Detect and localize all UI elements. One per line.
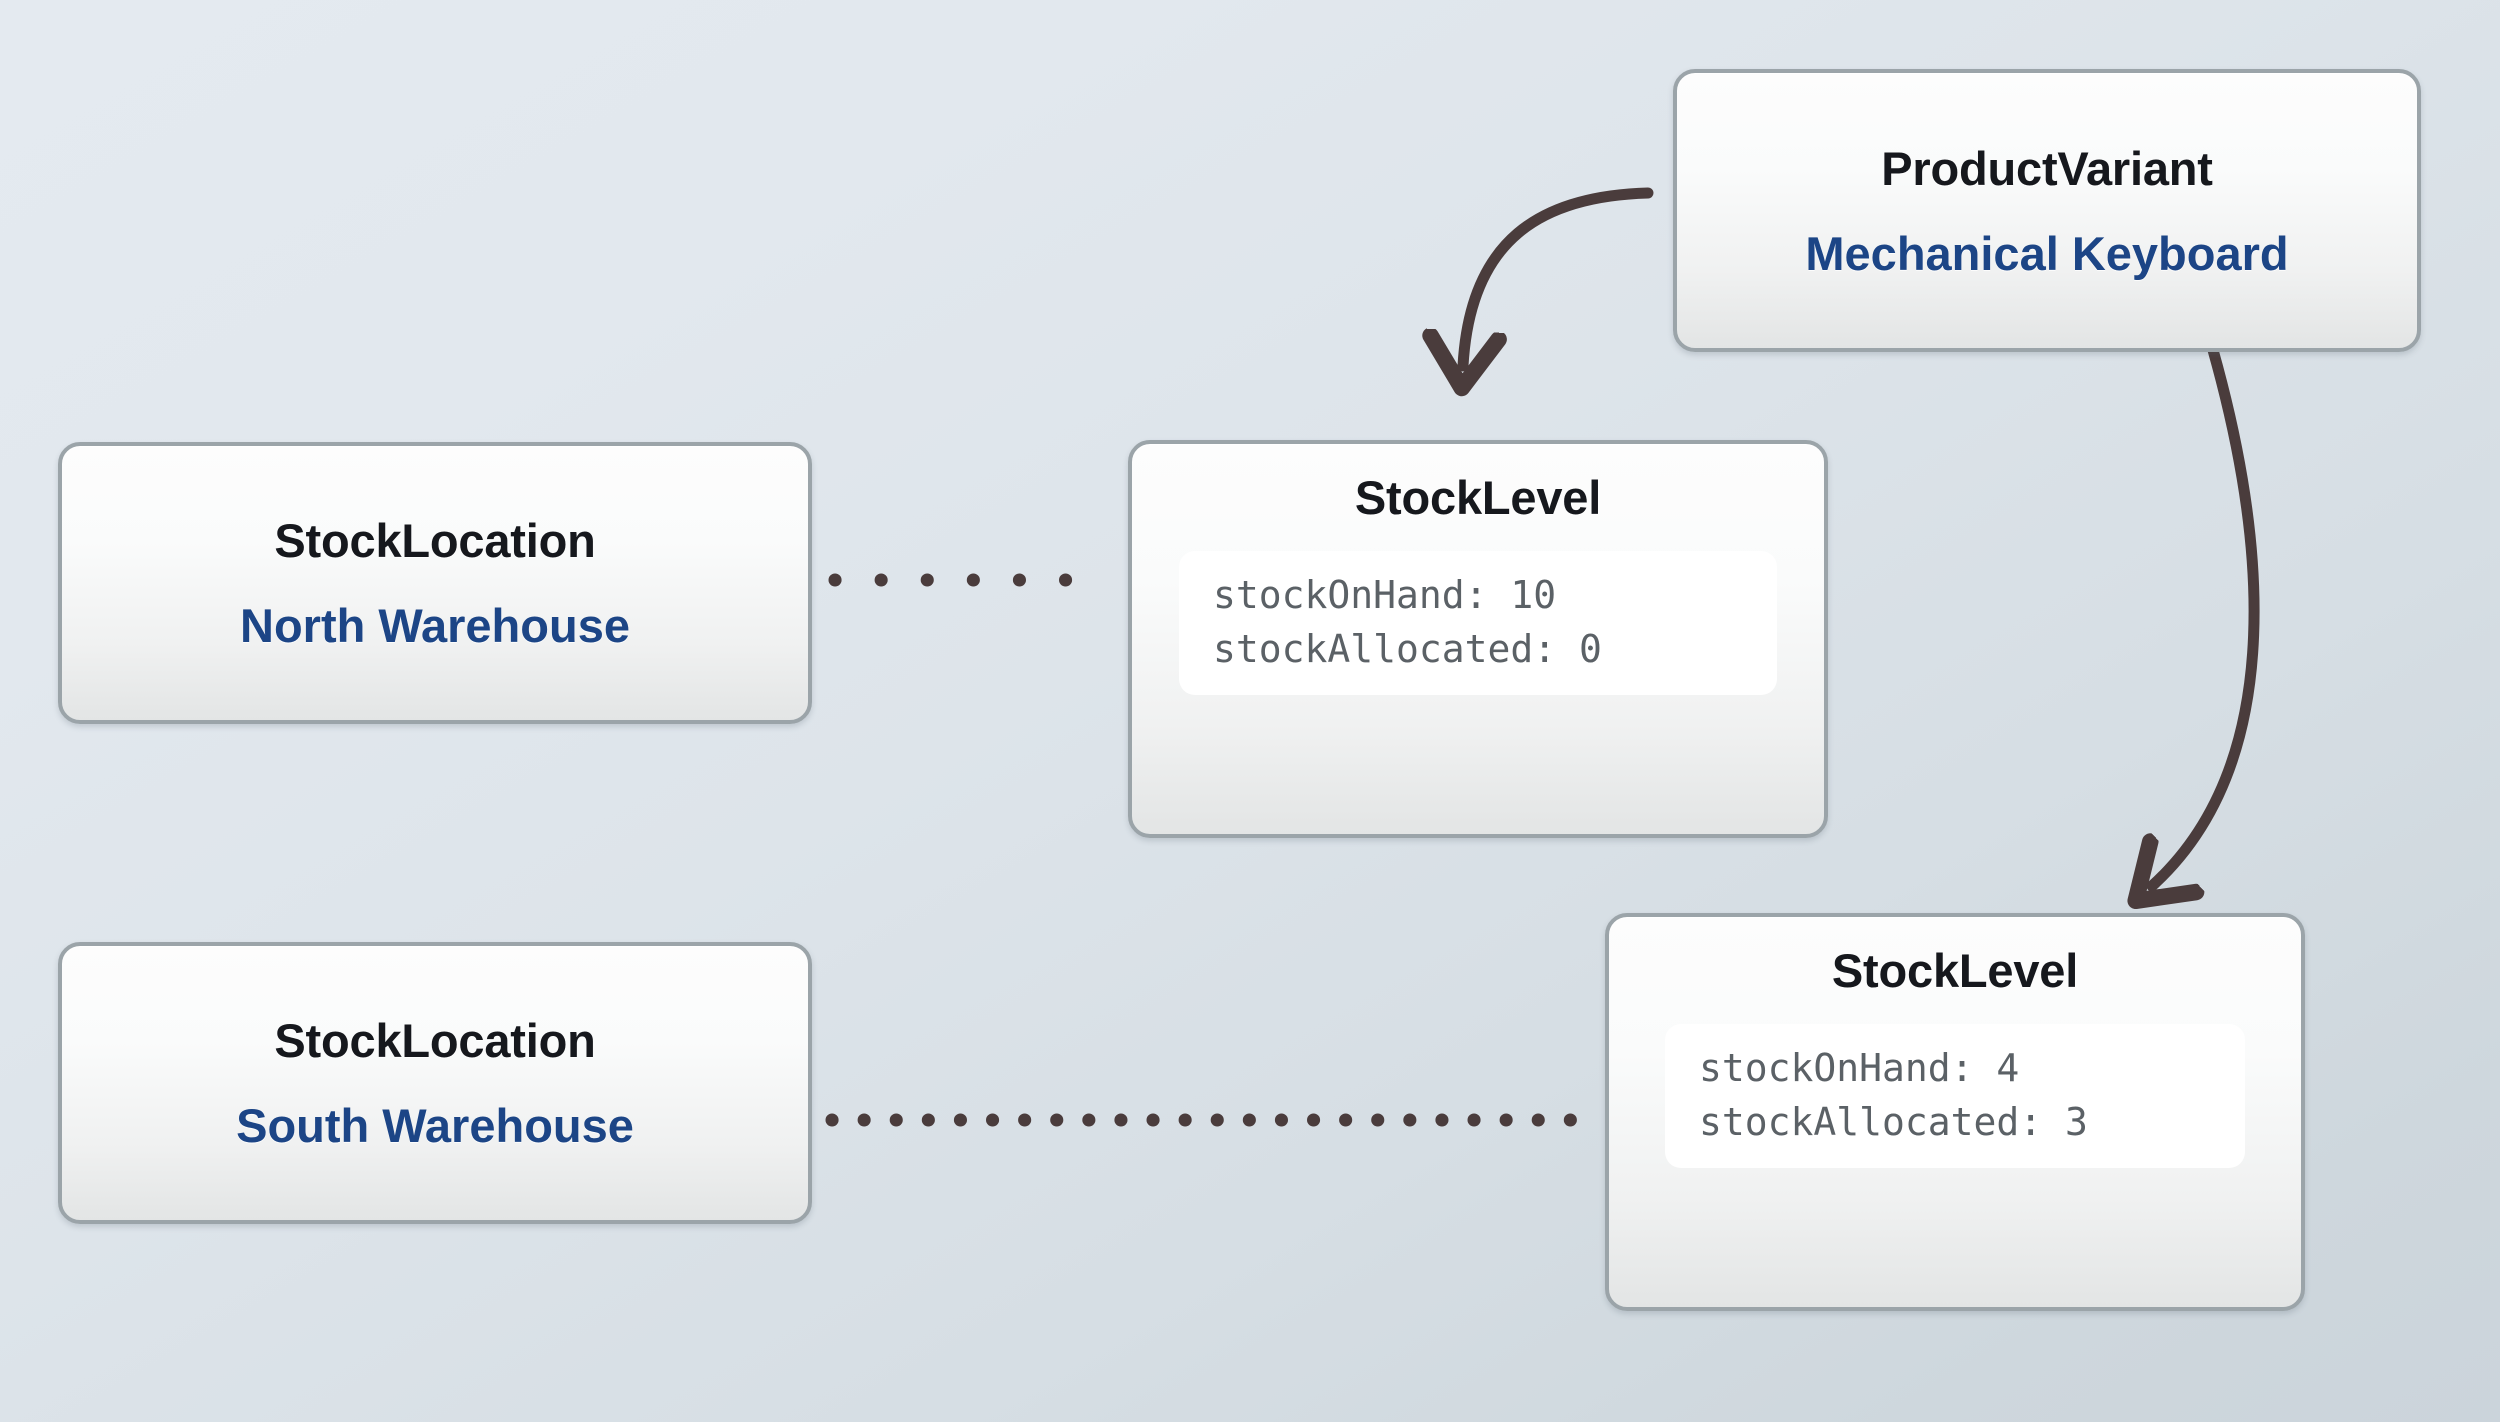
- node-product-variant[interactable]: ProductVariant Mechanical Keyboard: [1673, 69, 2421, 352]
- edge-variant-to-stocklevel-north: [1463, 187, 1654, 366]
- node-type-label: StockLevel: [1354, 471, 1602, 524]
- property-box: stockOnHand: 4 stockAllocated: 3: [1665, 1024, 2245, 1169]
- node-stock-level-north[interactable]: StockLevel stockOnHand: 10 stockAllocate…: [1128, 440, 1828, 838]
- property-stock-on-hand: stockOnHand: 4: [1699, 1046, 2020, 1090]
- node-type-label: StockLocation: [274, 1014, 596, 1067]
- node-name-label: South Warehouse: [236, 1099, 634, 1152]
- node-stock-level-south[interactable]: StockLevel stockOnHand: 4 stockAllocated…: [1605, 913, 2305, 1311]
- node-name-label: Mechanical Keyboard: [1805, 226, 2289, 280]
- node-stock-location-north[interactable]: StockLocation North Warehouse: [58, 442, 812, 724]
- node-name-label: North Warehouse: [240, 599, 630, 652]
- property-box: stockOnHand: 10 stockAllocated: 0: [1179, 551, 1777, 696]
- property-stock-allocated: stockAllocated: 3: [1699, 1100, 2088, 1145]
- node-type-label: StockLevel: [1831, 944, 2079, 997]
- node-type-label: StockLocation: [274, 514, 596, 567]
- node-type-label: ProductVariant: [1881, 141, 2213, 195]
- node-stock-location-south[interactable]: StockLocation South Warehouse: [58, 942, 812, 1224]
- edge-variant-to-stocklevel-south: [2152, 344, 2260, 886]
- property-stock-allocated: stockAllocated: 0: [1213, 627, 1602, 672]
- property-stock-on-hand: stockOnHand: 10: [1213, 573, 1557, 617]
